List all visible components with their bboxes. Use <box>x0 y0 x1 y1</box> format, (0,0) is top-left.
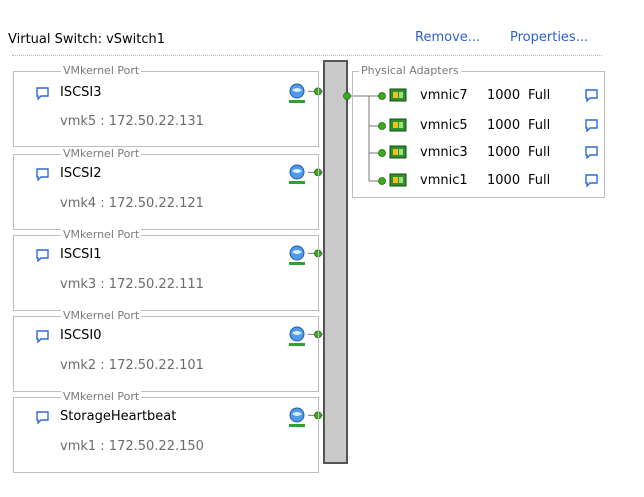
nic-speed: 1000 <box>487 118 521 133</box>
info-bubble-icon[interactable] <box>585 146 598 159</box>
portgroup-name: ISCSI1 <box>60 247 102 262</box>
physical-adapters-box: Physical Adapters vmnic7 1000 Full vmnic… <box>352 64 605 198</box>
nic-speed: 1000 <box>487 145 521 160</box>
nic-duplex: Full <box>528 173 551 188</box>
portgroup-box[interactable]: VMkernel Port StorageHeartbeat vmk1 : 17… <box>13 390 319 473</box>
nic-row[interactable]: vmnic7 1000 Full <box>389 87 599 105</box>
portgroup-ip: vmk1 : 172.50.22.150 <box>60 439 204 454</box>
network-globe-icon[interactable] <box>287 164 307 186</box>
portgroup-type-label: VMkernel Port <box>61 64 142 78</box>
vswitch-bus <box>323 60 348 464</box>
nic-speed: 1000 <box>487 173 521 188</box>
nic-chip-icon <box>389 118 407 132</box>
portgroup-type-label: VMkernel Port <box>61 309 142 323</box>
network-globe-icon[interactable] <box>287 407 307 429</box>
vswitch-title: Virtual Switch: vSwitch1 <box>8 32 166 47</box>
nic-speed: 1000 <box>487 88 521 103</box>
info-bubble-icon[interactable] <box>36 411 49 424</box>
info-bubble-icon[interactable] <box>585 174 598 187</box>
portgroup-type-label: VMkernel Port <box>61 390 142 404</box>
remove-link[interactable]: Remove... <box>415 30 481 45</box>
portgroup-name: ISCSI0 <box>60 328 102 343</box>
info-bubble-icon[interactable] <box>585 89 598 102</box>
portgroup-box[interactable]: VMkernel Port ISCSI2 vmk4 : 172.50.22.12… <box>13 147 319 230</box>
nic-name: vmnic3 <box>420 145 468 160</box>
portgroup-box[interactable]: VMkernel Port ISCSI1 vmk3 : 172.50.22.11… <box>13 228 319 311</box>
network-globe-icon[interactable] <box>287 326 307 348</box>
portgroup-ip: vmk4 : 172.50.22.121 <box>60 196 204 211</box>
network-globe-icon[interactable] <box>287 245 307 267</box>
portgroup-ip: vmk2 : 172.50.22.101 <box>60 358 204 373</box>
portgroup-box[interactable]: VMkernel Port ISCSI0 vmk2 : 172.50.22.10… <box>13 309 319 392</box>
nic-row[interactable]: vmnic3 1000 Full <box>389 144 599 162</box>
info-bubble-icon[interactable] <box>36 87 49 100</box>
physical-adapters-label: Physical Adapters <box>359 64 461 78</box>
nic-duplex: Full <box>528 118 551 133</box>
portgroup-type-label: VMkernel Port <box>61 147 142 161</box>
nic-duplex: Full <box>528 88 551 103</box>
info-bubble-icon[interactable] <box>36 249 49 262</box>
nic-chip-icon <box>389 145 407 159</box>
nic-row[interactable]: vmnic1 1000 Full <box>389 172 599 190</box>
info-bubble-icon[interactable] <box>36 168 49 181</box>
uplink-node <box>343 92 351 100</box>
nic-name: vmnic7 <box>420 88 468 103</box>
network-globe-icon[interactable] <box>287 83 307 105</box>
info-bubble-icon[interactable] <box>36 330 49 343</box>
nic-name: vmnic1 <box>420 173 468 188</box>
portgroup-name: ISCSI2 <box>60 166 102 181</box>
portgroup-ip: vmk3 : 172.50.22.111 <box>60 277 204 292</box>
info-bubble-icon[interactable] <box>585 119 598 132</box>
portgroup-name: ISCSI3 <box>60 85 102 100</box>
title-divider <box>12 55 602 56</box>
nic-row[interactable]: vmnic5 1000 Full <box>389 117 599 135</box>
nic-name: vmnic5 <box>420 118 468 133</box>
nic-duplex: Full <box>528 145 551 160</box>
nic-chip-icon <box>389 173 407 187</box>
portgroup-type-label: VMkernel Port <box>61 228 142 242</box>
portgroup-box[interactable]: VMkernel Port ISCSI3 vmk5 : 172.50.22.13… <box>13 64 319 147</box>
portgroup-ip: vmk5 : 172.50.22.131 <box>60 114 204 129</box>
portgroup-name: StorageHeartbeat <box>60 409 177 424</box>
nic-chip-icon <box>389 88 407 102</box>
properties-link[interactable]: Properties... <box>510 30 589 45</box>
